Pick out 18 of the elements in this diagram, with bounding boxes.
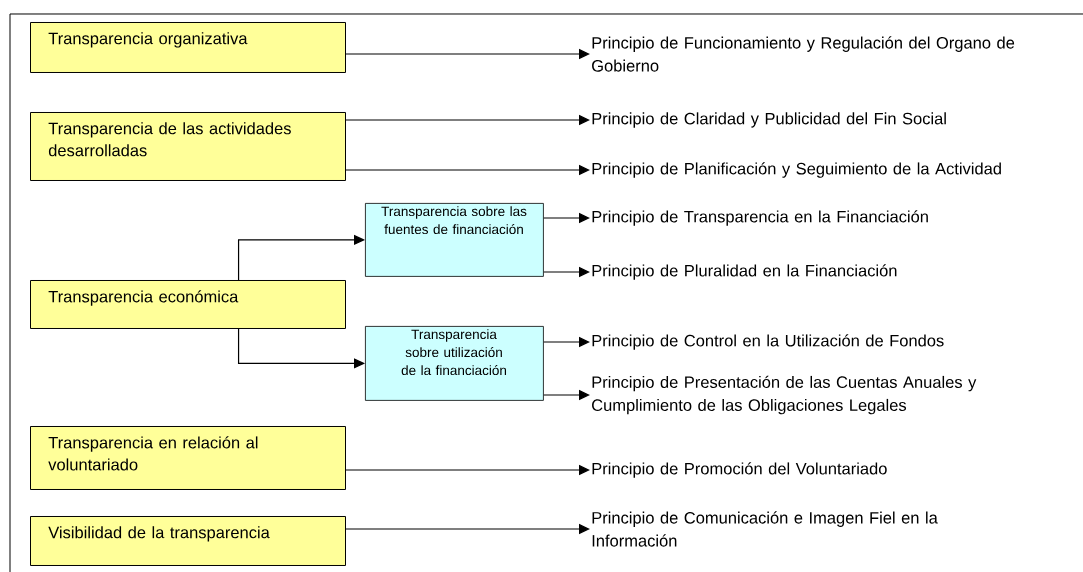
- subcategory-box: Transparencia sobre las fuentes de financiación: [365, 203, 544, 277]
- principle-text: Principio de Claridad y Publicidad del Fin Social: [592, 112, 946, 128]
- arrow: [237, 328, 365, 369]
- category-box: Transparencia en relación al voluntariado: [30, 426, 346, 490]
- principle-text: Principio de Planificación y Seguimiento de la Actividad: [592, 162, 1001, 178]
- principle-text: Principio de Pluralidad en la Financiación: [592, 264, 897, 280]
- principle-text: Principio de Transparencia en la Financiación: [592, 210, 928, 226]
- principle-text: Principio de Control en la Utilización de Fondos: [592, 334, 944, 350]
- subcategory-box: Transparencia sobre utilización de la financiación: [365, 326, 544, 401]
- category-box: Transparencia organizativa: [30, 22, 346, 73]
- category-box: Visibilidad de la transparencia: [30, 516, 346, 566]
- arrow: [237, 234, 365, 281]
- principle-text: Principio de Comunicación e Imagen Fiel en la Información: [592, 511, 938, 547]
- principle-text: Principio de Funcionamiento y Regulación del Organo de Gobierno: [592, 36, 1015, 72]
- category-box: Transparencia económica: [30, 280, 346, 329]
- principle-text: Principio de Presentación de las Cuentas Anuales y Cumplimiento de las Obligaciones Legales: [592, 375, 977, 415]
- principle-text: Principio de Promoción del Voluntariado: [592, 462, 887, 478]
- category-box: Transparencia de las actividades desarrolladas: [30, 112, 346, 181]
